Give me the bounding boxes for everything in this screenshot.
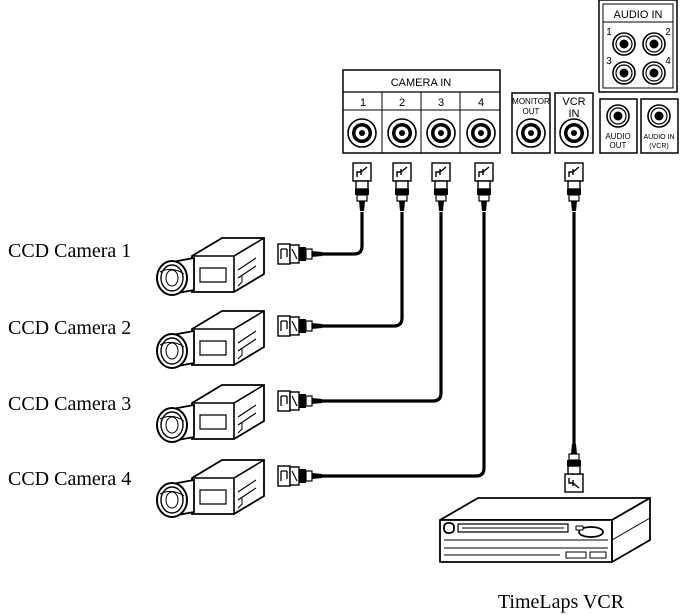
vcr-icon <box>439 497 651 563</box>
audio-in-channel-1: 1 <box>606 27 612 38</box>
cable-camera-4 <box>320 212 486 478</box>
ccd-camera-4-icon <box>156 459 265 518</box>
vcr-in-socket <box>559 118 589 148</box>
vcr-label: TimeLaps VCR <box>498 591 625 613</box>
camera-label-2: CCD Camera 2 <box>8 317 131 339</box>
audio-in-channel-2: 2 <box>665 27 671 38</box>
bnc-plug-camera-1 <box>277 243 323 265</box>
monitor-out-panel: MONITOR OUT <box>511 92 551 154</box>
audio-in-channel-3: 3 <box>606 56 612 67</box>
bnc-plug-camera-4 <box>277 465 323 487</box>
bnc-plug-camera-2 <box>277 315 323 337</box>
bnc-plug-camera-3 <box>277 390 323 412</box>
camera-in-channel-4: 4 <box>478 97 484 109</box>
audio-in-vcr-jack <box>647 104 671 128</box>
bnc-plug-panel-2 <box>392 162 412 212</box>
camera-label-1: CCD Camera 1 <box>8 240 131 262</box>
cable-camera-2 <box>320 212 404 328</box>
vcr-in-label-line2: IN <box>569 108 580 120</box>
camera-in-channel-3: 3 <box>438 97 444 109</box>
camera-in-socket-3 <box>426 118 456 148</box>
camera-in-socket-2 <box>387 118 417 148</box>
audio-in-jack-1 <box>612 32 636 56</box>
monitor-out-label-line2: OUT <box>523 107 540 116</box>
audio-in-title: AUDIO IN <box>614 9 663 21</box>
camera-in-panel: CAMERA IN 1 2 3 4 <box>342 69 501 154</box>
camera-label-3: CCD Camera 3 <box>8 393 131 415</box>
cables <box>320 212 576 478</box>
ccd-camera-2-icon <box>156 310 265 369</box>
bnc-plug-panel-vcr <box>564 162 584 212</box>
camera-in-socket-1 <box>347 118 377 148</box>
camera-in-channel-1: 1 <box>360 97 366 109</box>
ccd-camera-1-icon <box>156 237 265 296</box>
audio-in-vcr-label-line1: AUDIO IN <box>643 134 674 141</box>
monitor-out-label-line1: MONITOR <box>512 97 550 106</box>
vcr-in-panel: VCR IN <box>554 92 594 154</box>
camera-in-socket-4 <box>466 118 496 148</box>
audio-in-channel-4: 4 <box>665 56 671 67</box>
audio-out-label-line2: OUT <box>610 141 627 150</box>
ccd-camera-3-icon <box>156 384 265 443</box>
camera-label-4: CCD Camera 4 <box>8 468 131 490</box>
audio-out-jack <box>606 104 630 128</box>
camera-in-title: CAMERA IN <box>391 77 452 89</box>
audio-out-label-line1: AUDIO <box>605 132 630 141</box>
bnc-plug-panel-3 <box>431 162 451 212</box>
cable-camera-1 <box>320 212 364 256</box>
bnc-plug-panel-4 <box>474 162 494 212</box>
bnc-plug-vcr <box>564 443 584 493</box>
audio-in-vcr-panel: AUDIO IN (VCR) <box>640 98 679 154</box>
vcr-in-label-line1: VCR <box>562 96 585 108</box>
audio-in-panel: AUDIO IN 1 2 3 4 <box>598 0 678 93</box>
audio-in-jack-3 <box>612 61 636 85</box>
audio-in-vcr-label-line2: (VCR) <box>649 143 668 150</box>
audio-in-jack-4 <box>642 61 666 85</box>
monitor-out-socket <box>516 118 546 148</box>
camera-in-channel-2: 2 <box>399 97 405 109</box>
audio-in-jack-2 <box>642 32 666 56</box>
cable-camera-3 <box>320 212 443 403</box>
bnc-plug-panel-1 <box>352 162 372 212</box>
audio-out-panel: AUDIO OUT <box>599 98 638 154</box>
